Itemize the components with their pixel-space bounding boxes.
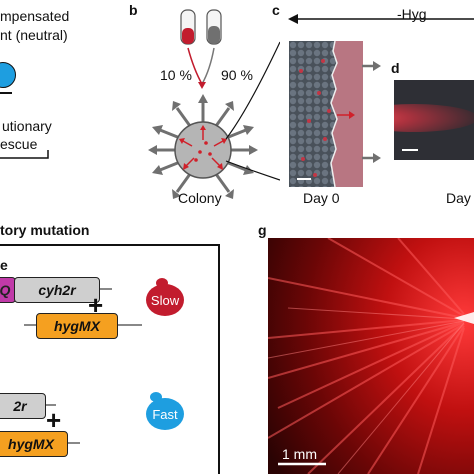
panel-f-side-label: e (0, 257, 8, 273)
panel-c-label: c (272, 2, 280, 18)
plus-sign-2: + (46, 405, 62, 435)
panel-f-title: tory mutation (0, 222, 90, 238)
test-tube-grey (206, 9, 222, 45)
gene-hygmx-2: hygMX (0, 431, 68, 457)
treatment-label: -Hyg (397, 6, 427, 22)
panel-d-micrograph (394, 80, 474, 160)
slow-cell-bud (156, 278, 168, 288)
day0-caption: Day 0 (303, 190, 340, 206)
pct-left: 10 % (160, 67, 192, 83)
panel-a-text-bottom-1: utionary (2, 118, 52, 134)
scalebar-label: 1 mm (282, 446, 317, 462)
panel-a-bracket (0, 150, 49, 159)
test-tube-red (180, 9, 196, 45)
plus-sign-1: + (88, 290, 104, 320)
pct-right: 90 % (221, 67, 253, 83)
panel-g-label: g (258, 222, 267, 238)
panel-g-fluorescence-image (268, 238, 474, 474)
panel-d-label: d (391, 60, 400, 76)
fast-cell-bud (150, 392, 162, 402)
gene-hygmx-1: hygMX (36, 313, 118, 339)
panel-a-text-top-1: mpensated (0, 8, 70, 24)
panel-b-diagram (148, 9, 280, 199)
colony-caption: Colony (178, 190, 222, 206)
panel-a-text-top-2: nt (neutral) (0, 27, 68, 43)
hyg-timeline-arrow (288, 14, 474, 24)
gene-2r: 2r (0, 393, 46, 419)
panel-a-underline (0, 92, 12, 94)
day-caption: Day (446, 190, 471, 206)
panel-c-micrograph (289, 41, 363, 187)
white-pointer (454, 312, 474, 324)
panel-f-box (0, 244, 220, 474)
panel-b-label: b (129, 2, 138, 18)
slow-cell: Slow (146, 284, 184, 316)
panel-a-text-bottom-2: escue (0, 136, 38, 152)
panel-c-grey-arrows (362, 61, 381, 163)
gene-cyh2r: cyh2r (14, 277, 100, 303)
panel-a-blue-cell (0, 62, 16, 88)
fast-cell: Fast (146, 398, 184, 430)
